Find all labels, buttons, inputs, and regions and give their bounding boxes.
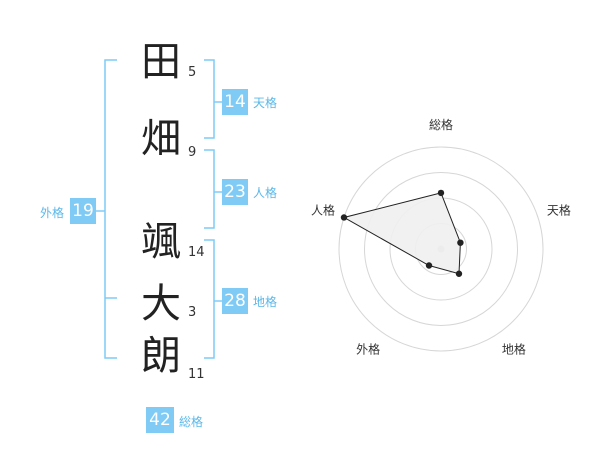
radar-axis-label-1: 総格 — [429, 117, 453, 132]
jin-bracket — [204, 149, 215, 229]
name-char-2: 畑 — [141, 116, 181, 162]
radar-ring-4 — [338, 146, 544, 352]
ten-kaku-label: 天格 — [253, 96, 278, 110]
name-char-3: 颯 — [141, 219, 181, 265]
stroke-count-3: 14 — [188, 245, 205, 260]
gai-bracket — [104, 59, 117, 359]
jin-kaku-value: 23 — [222, 179, 248, 205]
stroke-count-2: 9 — [188, 145, 197, 160]
stroke-count-1: 5 — [188, 65, 197, 80]
ten-bracket — [204, 59, 215, 139]
radar-axis-label-4: 外格 — [356, 341, 380, 356]
radar-axis-label-3: 地格 — [502, 341, 526, 356]
jin-kaku-label: 人格 — [253, 186, 278, 200]
radar-axis-label-2: 天格 — [547, 203, 571, 218]
sou-kaku-label: 総格 — [179, 415, 204, 429]
radar-point-1 — [437, 189, 445, 197]
radar-area — [342, 192, 461, 275]
sou-kaku-value: 42 — [146, 407, 174, 433]
radar-point-3 — [455, 270, 463, 277]
radar-point-4 — [425, 262, 433, 269]
radar-ring-3 — [364, 172, 518, 326]
stroke-count-5: 11 — [188, 367, 205, 382]
radar-point-2 — [457, 239, 464, 246]
name-char-5: 朗 — [141, 333, 181, 379]
gai-kaku-value: 19 — [70, 198, 96, 224]
gai-kaku-label: 外格 — [40, 206, 65, 220]
radar-point-5 — [340, 214, 348, 221]
chi-bracket — [204, 239, 215, 359]
chi-kaku-label: 地格 — [253, 295, 278, 309]
chi-kaku-value: 28 — [222, 288, 248, 314]
name-char-4: 大 — [141, 281, 181, 327]
radar-axis-label-5: 人格 — [311, 203, 335, 218]
ten-kaku-value: 14 — [222, 89, 248, 115]
stroke-count-4: 3 — [188, 305, 197, 320]
name-char-1: 田 — [141, 39, 181, 85]
